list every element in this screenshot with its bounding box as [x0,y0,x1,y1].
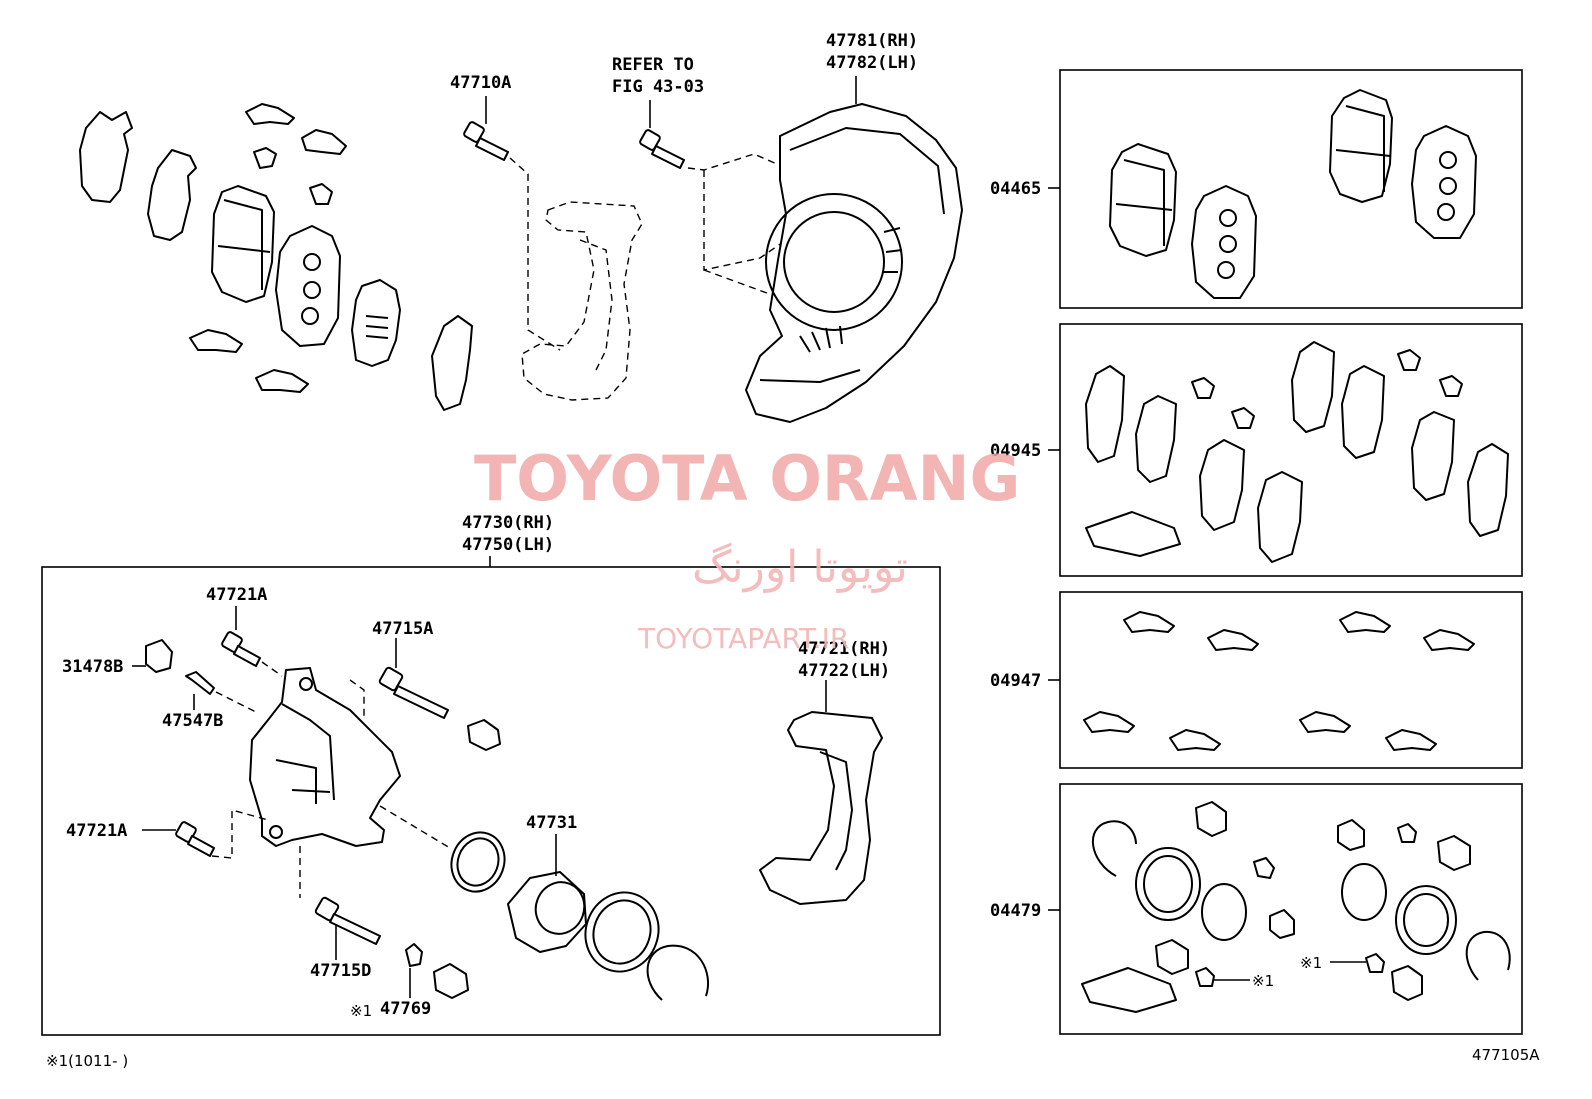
caliper-group [132,606,709,1001]
pad-shims-group [79,103,473,411]
watermark-persian: تویوتا اورنگ [692,542,908,593]
label-47710A: 47710A [450,73,511,93]
label-mark1-kit-a: ※1 [1252,972,1274,990]
label-04945: 04945 [990,441,1041,461]
dust-cover-group [745,76,963,423]
shim-kit-contents [1085,341,1509,563]
mounting-bracket-group [463,96,787,401]
label-47750: 47750(LH) [462,535,554,555]
label-47722: 47722(LH) [798,661,890,681]
footnote: ※1(1011- ) [46,1052,128,1070]
label-04947: 04947 [990,671,1041,691]
clip-kit-contents [1083,611,1475,751]
caliper-bracket-group [759,680,883,905]
label-refer-fig: FIG 43-03 [612,77,704,97]
label-47715D: 47715D [310,961,371,981]
label-47781: 47781(RH) [826,31,918,51]
label-47547B: 47547B [162,711,223,731]
label-31478B: 31478B [62,657,123,677]
watermark-brand: TOYOTA ORANG [474,442,1020,515]
label-mark1-kit-b: ※1 [1300,954,1322,972]
box-04479 [1059,783,1523,1035]
box-04465 [1059,69,1523,309]
label-47769: 47769 [380,999,431,1019]
label-47730: 47730(RH) [462,513,554,533]
seal-kit-contents [1081,801,1511,1013]
label-refer-to: REFER TO [612,55,694,75]
label-04465: 04465 [990,179,1041,199]
label-47731: 47731 [526,813,577,833]
label-mark1-caliper: ※1 [350,1002,372,1020]
caliper-assembly-box [41,566,941,1036]
label-04479: 04479 [990,901,1041,921]
label-47782: 47782(LH) [826,53,918,73]
label-47715A: 47715A [372,619,433,639]
label-47721: 47721(RH) [798,639,890,659]
pad-kit-contents [1109,89,1477,299]
figure-id: 477105A [1472,1046,1540,1064]
watermark-site: TOYOTAPART.IR [637,622,849,655]
label-47721A-top: 47721A [206,585,267,605]
label-47721A-mid: 47721A [66,821,127,841]
